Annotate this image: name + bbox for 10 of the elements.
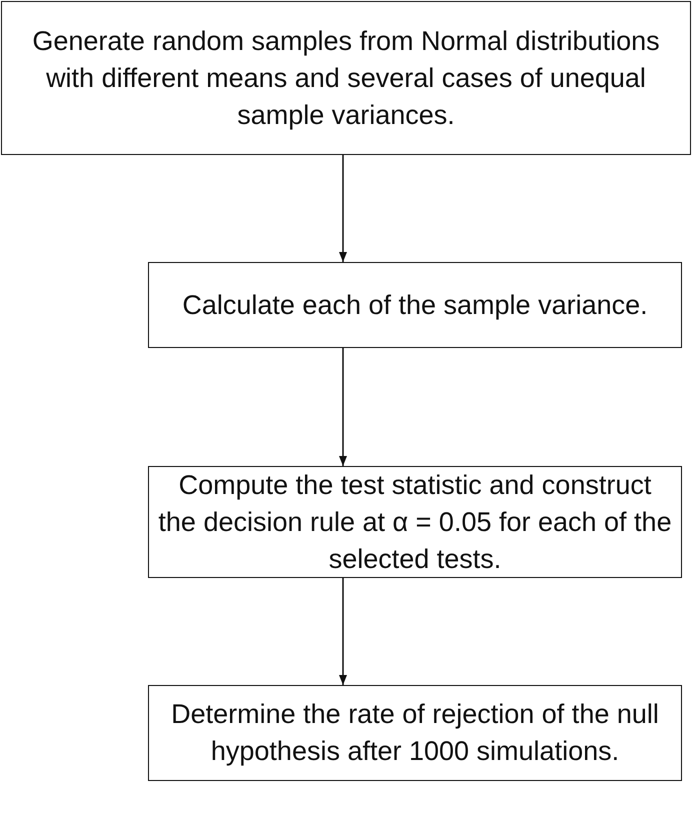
step-text: Determine the rate of rejection of the null hypothesis after 1000 simulations.: [170, 698, 660, 768]
arrow: [339, 578, 347, 685]
process-box: [1, 1, 691, 155]
step-text: Generate random samples from Normal distributions with different means and several cases of unequal sample variances.: [31, 24, 661, 132]
arrow: [339, 348, 347, 466]
step-text: Compute the test statistic and construct the decision rule at α = 0.05 for each of the selected tests.: [157, 468, 673, 576]
process-box: [148, 685, 682, 781]
process-box: [148, 262, 682, 348]
arrow: [339, 155, 347, 262]
step-text: Calculate each of the sample variance.: [182, 288, 648, 322]
